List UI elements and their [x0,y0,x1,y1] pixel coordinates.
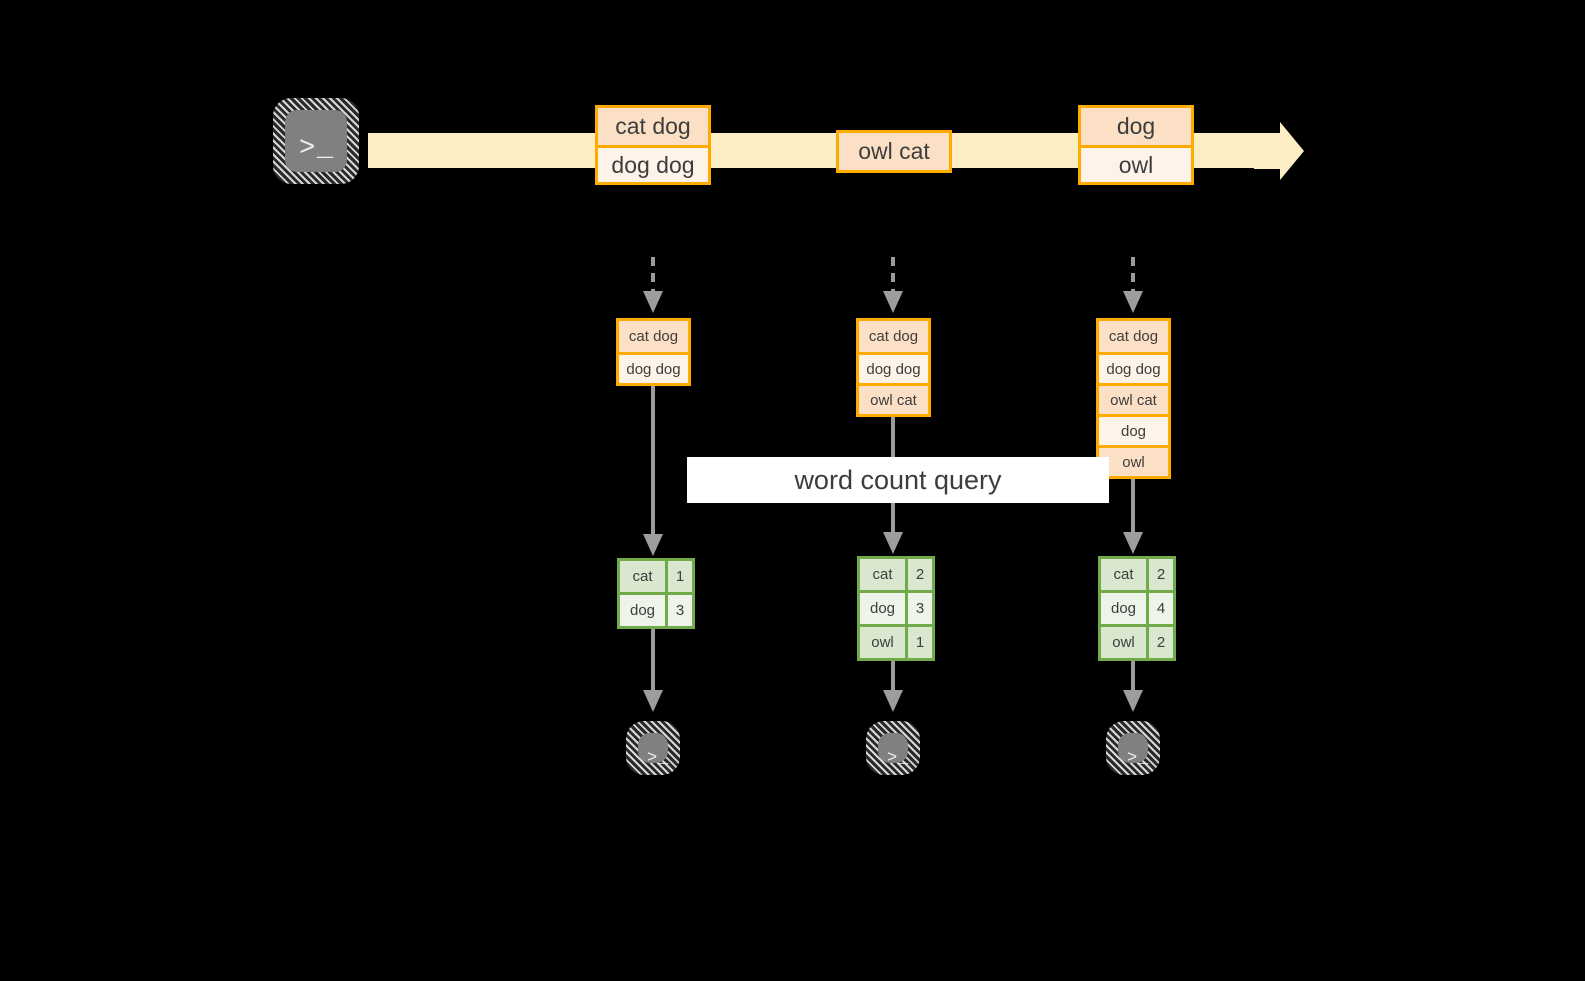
result-count: 4 [1146,593,1173,624]
sink-terminal-c-icon: >_ [1106,721,1160,775]
terminal-screen [285,110,347,172]
sink-connector-c [1131,651,1135,690]
sink-connector-arrowhead-c [1123,690,1143,712]
result-word: dog [860,593,905,624]
stream-record-row: cat dog [598,108,708,145]
terminal-screen [638,733,668,763]
stream-record-a: cat dog dog dog [595,105,711,185]
snapshot-row: cat dog [619,321,688,352]
table-row: cat 2 [1101,559,1173,590]
snapshot-row: dog dog [1099,352,1168,383]
snapshot-row: owl cat [859,383,928,414]
terminal-screen [1118,733,1148,763]
stream-record-row: owl cat [839,133,949,170]
source-terminal-icon: >_ [273,98,359,184]
dashed-connector-arrowhead-a [643,291,663,313]
snapshot-row: dog dog [619,352,688,383]
result-count: 1 [905,627,932,658]
snapshot-row: dog dog [859,352,928,383]
result-count: 2 [1146,627,1173,658]
query-connector-arrowhead-b [883,532,903,554]
table-row: owl 1 [860,624,932,658]
dashed-connector-arrowhead-b [883,291,903,313]
table-row: cat 1 [620,561,692,592]
result-count: 2 [1146,559,1173,590]
table-row: owl 2 [1101,624,1173,658]
stream-record-b: owl cat [836,130,952,173]
result-table-b: cat 2 dog 3 owl 1 [857,556,935,661]
table-row: dog 3 [620,592,692,626]
query-connector-a [651,384,655,534]
result-word: dog [620,595,665,626]
terminal-screen [878,733,908,763]
stream-record-row: owl [1081,145,1191,182]
query-connector-arrowhead-a [643,534,663,556]
result-count: 2 [905,559,932,590]
query-label-text: word count query [794,464,1002,495]
query-connector-c [1131,476,1135,532]
table-row: cat 2 [860,559,932,590]
snapshot-row: owl cat [1099,383,1168,414]
dashed-connector-c [1131,257,1135,291]
stream-record-c: dog owl [1078,105,1194,185]
stream-record-row: dog dog [598,145,708,182]
snapshot-stack-c: cat dog dog dog owl cat dog owl [1096,318,1171,479]
terminal-prompt-glyph: >_ [1127,749,1150,768]
snapshot-row: cat dog [1099,321,1168,352]
result-count: 3 [905,593,932,624]
snapshot-stack-a: cat dog dog dog [616,318,691,386]
sink-connector-a [651,622,655,690]
result-word: cat [620,561,665,592]
dashed-connector-b [891,257,895,291]
snapshot-row: cat dog [859,321,928,352]
snapshot-row: owl [1099,445,1168,476]
query-label-banner: word count query [687,457,1109,503]
stream-record-row: dog [1081,108,1191,145]
sink-terminal-b-icon: >_ [866,721,920,775]
terminal-prompt-glyph: >_ [299,134,335,164]
sink-connector-arrowhead-b [883,690,903,712]
terminal-prompt-glyph: >_ [647,749,670,768]
dashed-connector-arrowhead-c [1123,291,1143,313]
terminal-prompt-glyph: >_ [887,749,910,768]
table-row: dog 4 [1101,590,1173,624]
snapshot-row: dog [1099,414,1168,445]
result-word: cat [860,559,905,590]
result-word: owl [860,627,905,658]
result-table-c: cat 2 dog 4 owl 2 [1098,556,1176,661]
result-count: 1 [665,561,692,592]
table-row: dog 3 [860,590,932,624]
query-connector-arrowhead-c [1123,532,1143,554]
stream-arrow-head-icon [1254,122,1304,180]
sink-connector-b [891,651,895,690]
dashed-connector-a [651,257,655,291]
sink-terminal-a-icon: >_ [626,721,680,775]
result-table-a: cat 1 dog 3 [617,558,695,629]
result-count: 3 [665,595,692,626]
result-word: owl [1101,627,1146,658]
result-word: dog [1101,593,1146,624]
result-word: cat [1101,559,1146,590]
snapshot-stack-b: cat dog dog dog owl cat [856,318,931,417]
sink-connector-arrowhead-a [643,690,663,712]
